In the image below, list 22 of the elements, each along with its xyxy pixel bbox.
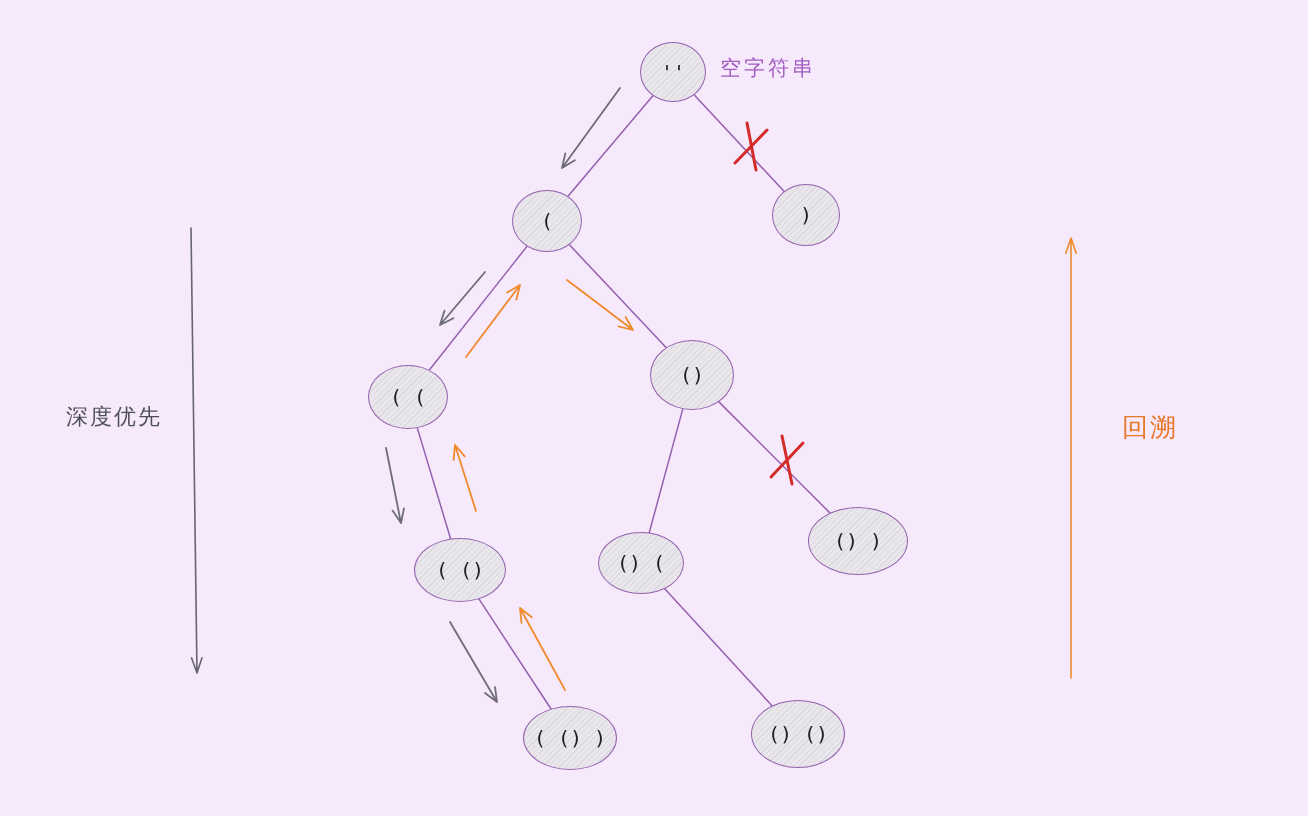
bracket-string: () ( [616,552,666,574]
direction-label: 回溯 [1122,412,1178,444]
bracket-string: () ) [833,530,883,552]
bracket-string: ( [540,210,553,232]
bracket-string: ) [799,204,812,226]
node-caption: 空字符串 [720,56,816,82]
bracket-string: '' [660,61,686,83]
bracket-string: () () [767,723,829,745]
tree-edge [648,408,684,534]
tree-edge [416,427,452,540]
tree-edge [478,598,552,710]
bracket-string: () [679,364,705,386]
tree-edge [567,95,654,197]
tree-edge [664,588,773,707]
tree-edge [693,94,785,193]
tree-edge [718,401,831,514]
direction-label: 深度优先 [66,404,162,431]
tree-edge [428,245,528,371]
tree-edge [568,244,667,349]
bracket-string: ( () ) [533,727,607,749]
bracket-string: ( () [435,559,485,581]
bracket-string: ( ( [389,386,427,408]
